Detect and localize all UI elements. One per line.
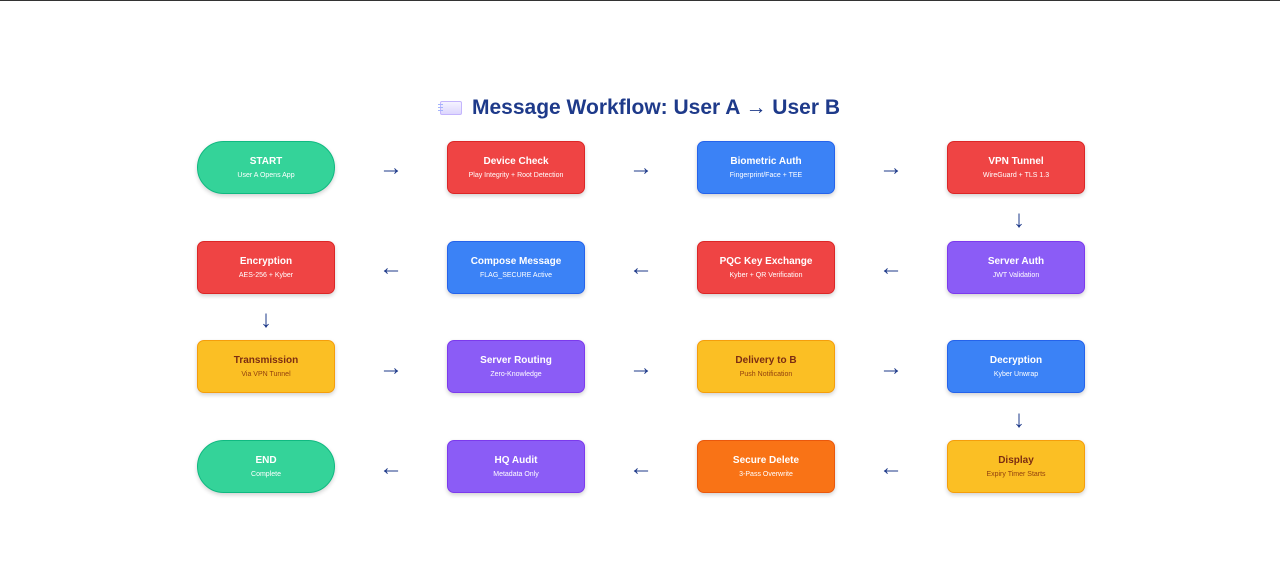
arrow-down-icon: ↓ (1013, 406, 1025, 433)
step-detail: User A Opens App (237, 171, 295, 179)
step-name: Server Auth (987, 255, 1045, 267)
step-name: Compose Message (470, 255, 562, 267)
step-secure-delete: Secure Delete 3-Pass Overwrite (697, 440, 835, 493)
step-pqc-key-exchange: PQC Key Exchange Kyber + QR Verification (697, 241, 835, 294)
step-server-auth: Server Auth JWT Validation (947, 241, 1085, 294)
step-detail: 3-Pass Overwrite (739, 470, 793, 478)
step-decryption: Decryption Kyber Unwrap (947, 340, 1085, 393)
step-detail: FLAG_SECURE Active (480, 271, 552, 279)
step-detail: Via VPN Tunnel (241, 370, 291, 378)
step-start: START User A Opens App (197, 141, 335, 194)
step-detail: Metadata Only (493, 470, 539, 478)
step-display: Display Expiry Timer Starts (947, 440, 1085, 493)
step-detail: Complete (251, 470, 281, 478)
arrow-left-icon: ← (379, 254, 403, 281)
step-compose-message: Compose Message FLAG_SECURE Active (447, 241, 585, 294)
step-detail: Kyber Unwrap (993, 370, 1039, 378)
step-transmission: Transmission Via VPN Tunnel (197, 340, 335, 393)
step-server-routing: Server Routing Zero-Knowledge (447, 340, 585, 393)
step-detail: Expiry Timer Starts (986, 470, 1046, 478)
step-detail: WireGuard + TLS 1.3 (982, 171, 1050, 179)
step-vpn-tunnel: VPN Tunnel WireGuard + TLS 1.3 (947, 141, 1085, 194)
step-detail: Kyber + QR Verification (729, 271, 803, 279)
arrow-left-icon: ← (629, 454, 653, 481)
page-title: Message Workflow: User A → User B (0, 93, 1280, 123)
step-encryption: Encryption AES-256 + Kyber (197, 241, 335, 294)
step-biometric-auth: Biometric Auth Fingerprint/Face + TEE (697, 141, 835, 194)
step-name: Display (998, 454, 1034, 466)
step-name: Transmission (233, 354, 299, 366)
arrow-right-icon: → (379, 354, 403, 381)
step-hq-audit: HQ Audit Metadata Only (447, 440, 585, 493)
arrow-right-icon: → (879, 354, 903, 381)
arrow-left-icon: ← (629, 254, 653, 281)
step-end: END Complete (197, 440, 335, 493)
step-detail: Zero-Knowledge (490, 370, 542, 378)
step-detail: JWT Validation (992, 271, 1040, 279)
arrow-left-icon: ← (379, 454, 403, 481)
step-name: Decryption (989, 354, 1043, 366)
step-name: VPN Tunnel (988, 155, 1044, 167)
step-name: Delivery to B (735, 354, 797, 366)
arrow-right-icon: → (629, 354, 653, 381)
step-name: Encryption (239, 255, 293, 267)
step-device-check: Device Check Play Integrity + Root Detec… (447, 141, 585, 194)
arrow-down-icon: ↓ (1013, 206, 1025, 233)
arrow-right-icon: → (879, 154, 903, 181)
step-name: START (249, 155, 283, 167)
arrow-down-icon: ↓ (260, 306, 272, 333)
step-detail: Fingerprint/Face + TEE (729, 171, 803, 179)
envelope-icon (438, 101, 462, 115)
arrow-left-icon: ← (879, 254, 903, 281)
step-detail: AES-256 + Kyber (238, 271, 294, 279)
step-detail: Push Notification (739, 370, 793, 378)
step-name: Server Routing (480, 354, 552, 366)
page-title-text: Message Workflow: User A → User B (472, 96, 840, 119)
arrow-right-icon: → (629, 154, 653, 181)
step-delivery-to-b: Delivery to B Push Notification (697, 340, 835, 393)
step-detail: Play Integrity + Root Detection (468, 171, 564, 179)
arrow-left-icon: ← (879, 454, 903, 481)
step-name: Secure Delete (732, 454, 800, 466)
step-name: PQC Key Exchange (719, 255, 813, 267)
step-name: Biometric Auth (730, 155, 802, 167)
step-name: Device Check (483, 155, 549, 167)
step-name: END (255, 454, 277, 466)
arrow-right-icon: → (379, 154, 403, 181)
step-name: HQ Audit (494, 454, 538, 466)
